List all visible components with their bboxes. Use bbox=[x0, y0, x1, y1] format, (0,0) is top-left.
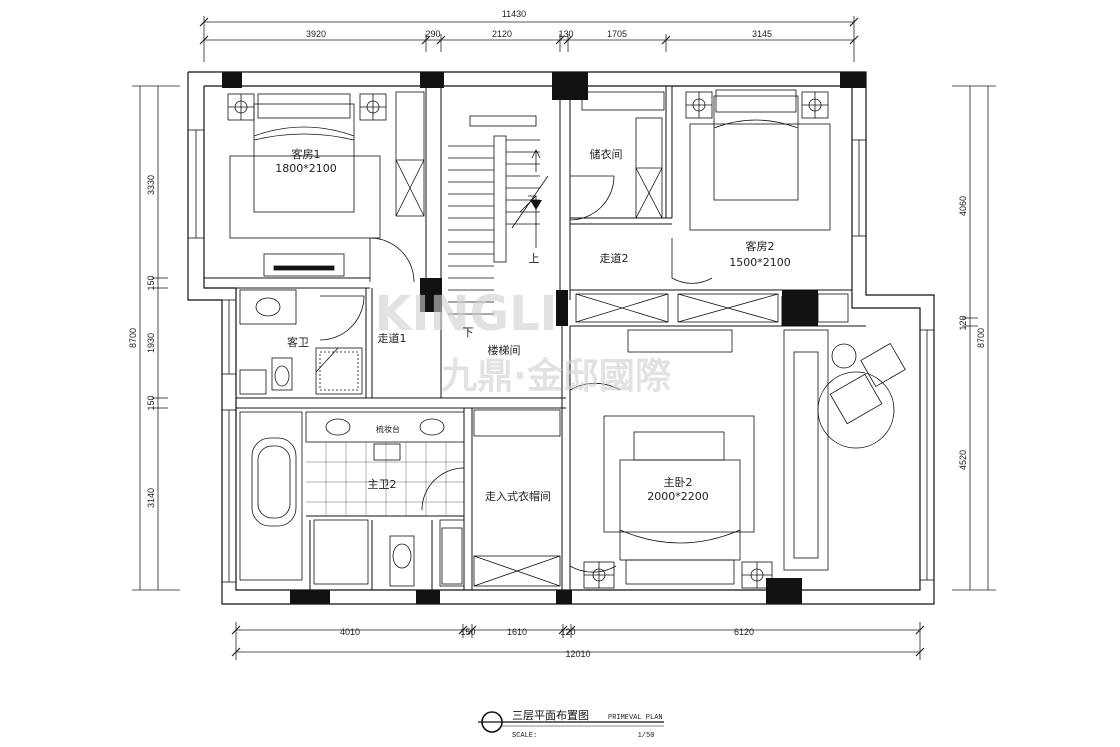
scale-value: 1/50 bbox=[638, 732, 655, 740]
dim-top-seg-6: 3145 bbox=[752, 29, 772, 39]
guest1-size: 1800*2100 bbox=[275, 162, 337, 175]
plan-subtitle: PRIMEVAL PLAN bbox=[608, 714, 663, 722]
interior-walls bbox=[204, 86, 866, 590]
dim-top-total: 11430 bbox=[502, 9, 526, 19]
walkin-closet-racks bbox=[439, 409, 561, 587]
room-labels: 客房1 1800*2100 储衣间 客房2 1500*2100 走道2 上 下 … bbox=[275, 147, 791, 503]
watermark-chinese: 九鼎·金邸國際 bbox=[441, 355, 671, 397]
guest1-nightstands bbox=[227, 93, 387, 121]
master-name: 主卧2 bbox=[664, 476, 693, 489]
dim-bottom-seg-4: 120 bbox=[560, 627, 575, 637]
master-bath-label: 主卫2 bbox=[368, 478, 397, 491]
dim-right-seg-2: 120 bbox=[958, 315, 968, 330]
dim-bottom-total: 12010 bbox=[565, 649, 590, 659]
dim-left-seg-1: 3330 bbox=[146, 175, 156, 195]
door-swings bbox=[319, 175, 713, 573]
stairwell-label: 楼梯间 bbox=[488, 343, 521, 357]
stair-down-label: 下 bbox=[463, 326, 474, 339]
master-cabinet bbox=[783, 329, 829, 571]
scale-label: SCALE: bbox=[512, 732, 537, 740]
watermark-latin: KINGLI bbox=[374, 286, 557, 342]
corridor2-wardrobes bbox=[575, 293, 849, 323]
corridor2-label: 走道2 bbox=[600, 251, 629, 265]
walkin-closet-label: 走入式衣帽间 bbox=[485, 489, 551, 503]
master-bath-tiles bbox=[306, 442, 464, 516]
corridor1-label: 走道1 bbox=[378, 331, 407, 345]
dimension-ticks bbox=[199, 17, 925, 657]
dim-top-seg-3: 2120 bbox=[492, 29, 512, 39]
guest-bath-fixtures bbox=[239, 289, 363, 395]
dim-left-seg-5: 3140 bbox=[146, 488, 156, 508]
plan-title: 三层平面布置图 bbox=[512, 709, 589, 722]
vanity-label: 梳妆台 bbox=[376, 424, 400, 434]
storage-label: 储衣间 bbox=[590, 147, 623, 161]
dim-right-total: 8700 bbox=[976, 328, 986, 348]
guest1-wardrobe bbox=[395, 91, 425, 217]
dimension-labels: 11430 3920 290 2120 130 1705 3145 4010 1… bbox=[128, 9, 986, 659]
stair-up-label: 上 bbox=[529, 252, 540, 265]
stair-arrow bbox=[530, 200, 542, 210]
dim-left-seg-3: 1930 bbox=[146, 333, 156, 353]
staircase bbox=[448, 115, 549, 315]
dim-left-seg-2: 150 bbox=[146, 275, 156, 290]
dim-right-seg-1: 4060 bbox=[958, 196, 968, 216]
title-block: 三层平面布置图 PRIMEVAL PLAN SCALE: 1/50 bbox=[478, 709, 664, 740]
guest2-name: 客房2 bbox=[746, 239, 775, 253]
guest1-name: 客房1 bbox=[292, 147, 321, 161]
master-bath-fixtures bbox=[239, 411, 465, 587]
dim-right-seg-3: 4520 bbox=[958, 450, 968, 470]
dim-left-seg-4: 150 bbox=[146, 395, 156, 410]
guest2-bed bbox=[685, 89, 831, 231]
windows bbox=[187, 129, 935, 583]
master-bed bbox=[583, 329, 773, 589]
dim-left-total: 8700 bbox=[128, 328, 138, 348]
dimension-lines bbox=[132, 16, 996, 660]
dim-top-seg-1: 3920 bbox=[306, 29, 326, 39]
dim-bottom-seg-5: 6120 bbox=[734, 627, 754, 637]
dim-bottom-seg-3: 1610 bbox=[507, 627, 527, 637]
dim-top-seg-5: 1705 bbox=[607, 29, 627, 39]
storage-wardrobes bbox=[581, 91, 665, 219]
dim-top-seg-2: 290 bbox=[425, 29, 440, 39]
dim-bottom-seg-2: 150 bbox=[460, 627, 475, 637]
master-size: 2000*2200 bbox=[647, 490, 709, 503]
guest-bath-label: 客卫 bbox=[287, 335, 309, 349]
dim-top-seg-4: 130 bbox=[558, 29, 573, 39]
guest2-size: 1500*2100 bbox=[729, 256, 791, 269]
guest1-bed bbox=[229, 93, 381, 277]
lounge-chairs bbox=[817, 342, 906, 449]
dim-bottom-seg-1: 4010 bbox=[340, 627, 360, 637]
